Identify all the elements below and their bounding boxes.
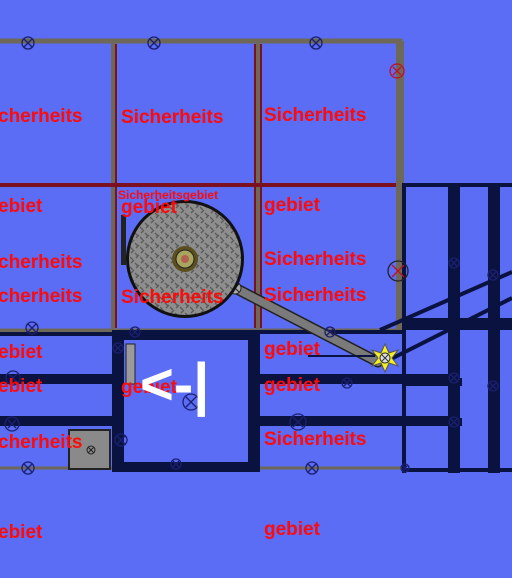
zone-text-line: gebiet: [121, 197, 177, 218]
bolt-marker-icon: [487, 380, 499, 392]
zone-text-line: ebiet: [0, 522, 43, 543]
bolt-marker-icon: [305, 461, 319, 475]
zone-label-disc: Sicherheitsgebiet: [118, 188, 219, 202]
bolt-marker-icon: [112, 342, 124, 354]
bolt-marker-icon: [129, 326, 141, 338]
bolt-marker-icon: [341, 377, 353, 389]
zone-text-line: gebiet: [264, 195, 320, 216]
zone-text-line: gebiet: [264, 339, 320, 360]
bolt-marker-icon: [448, 416, 460, 428]
zone-label-bottom-right: Sicherheits gebiet Sicherheits gebiet: [264, 185, 366, 575]
zone-text-line: Sicherheits: [264, 285, 367, 306]
zone-label-bottom-left: cherheits ebiet cherheits ebiet: [0, 188, 82, 578]
bolt-marker-icon: [5, 370, 21, 386]
bolt-marker-icon: [21, 36, 35, 50]
zone-text-line: cherheits: [0, 432, 83, 453]
bolt-marker-icon: [289, 413, 307, 431]
bolt-marker-icon: [324, 326, 336, 338]
bolt-marker-icon: [21, 461, 35, 475]
zone-text-line: Sicherheits: [121, 107, 224, 128]
red-bolt-markers: [387, 63, 409, 282]
zone-text-line: cherheits: [0, 286, 83, 307]
bolt-marker-icon: [389, 63, 405, 79]
ramp-rails: [379, 270, 512, 364]
disc-bracket: [121, 215, 126, 265]
bolt-marker-icon: [448, 257, 460, 269]
zone-text-line: ebiet: [0, 376, 43, 397]
zone-label-top-right: Sicherheits gebiet Sicherheits gebiet: [264, 41, 366, 431]
game-scene: [0, 36, 512, 475]
spinning-disc-icon[interactable]: [126, 200, 244, 318]
zone-right-post: [396, 41, 404, 331]
bolt-marker-icon: [400, 463, 410, 473]
bolt-marker-icon: [147, 36, 161, 50]
bolt-markers: [4, 36, 499, 475]
zone-text-line: cherheits: [0, 106, 83, 127]
zone-text-line: Sicherheits: [264, 249, 367, 270]
bolt-marker-icon: [170, 458, 182, 470]
crate-icon[interactable]: [68, 429, 111, 470]
bolt-marker-icon: [487, 269, 499, 281]
zone-text-line: Sicherheits: [264, 429, 367, 450]
bolt-marker-icon: [114, 433, 128, 447]
zone-label-top-left: cherheits ebiet cherheits ebiet: [0, 42, 82, 432]
zone-text-line: gebiet: [121, 377, 177, 398]
zone-text-line: gebiet: [264, 519, 320, 540]
zone-text-line: Sicherheits: [264, 105, 367, 126]
spark-star-icon[interactable]: [370, 342, 400, 374]
zone-text-line: Sicherheits: [121, 287, 224, 308]
bolt-marker-icon: [448, 372, 460, 384]
zone-label-top-middle: Sicherheits gebiet Sicherheits gebiet: [121, 43, 223, 433]
zone-text-line: gebiet: [264, 375, 320, 396]
bolt-marker-icon: [4, 416, 20, 432]
zone-text-line: ebiet: [0, 342, 43, 363]
zone-text-line: cherheits: [0, 252, 83, 273]
gate-block[interactable]: [125, 343, 136, 385]
zone-borders: [0, 44, 400, 328]
bolt-marker-icon: [182, 393, 200, 411]
bolt-marker-icon: [25, 321, 39, 335]
bolt-marker-icon: [387, 260, 409, 282]
bolt-marker-icon: [309, 36, 323, 50]
direction-sign: <-|: [140, 352, 210, 417]
zone-text-line: ebiet: [0, 196, 43, 217]
